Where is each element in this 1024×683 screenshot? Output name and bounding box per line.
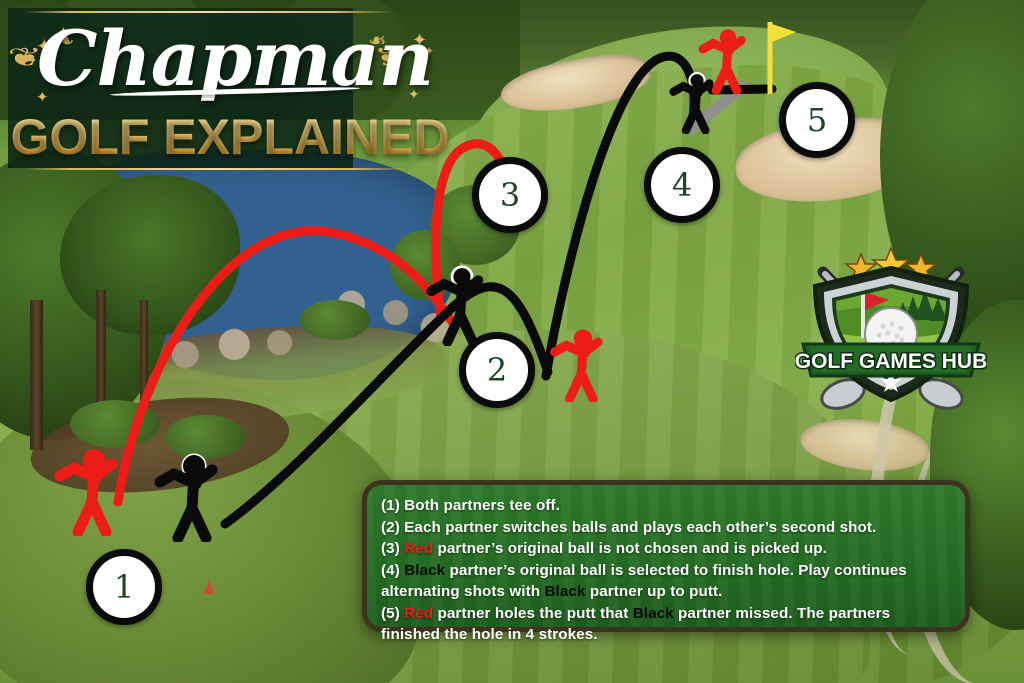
banner-rule-bottom <box>24 168 412 170</box>
legend-line-3: (3) Red partner’s original ball is not c… <box>381 538 951 560</box>
golfer-black-second-shot <box>426 265 484 346</box>
legend-line-1: (1) Both partners tee off. <box>381 495 951 517</box>
star-decoration-icon: ✦ <box>424 44 435 58</box>
shot-marker-1[interactable]: 1 <box>86 549 162 625</box>
shot-marker-1-label: 1 <box>113 568 135 606</box>
star-decoration-icon: ✦ <box>412 30 428 50</box>
legend-line-1-text: (1) Both partners tee off. <box>381 497 560 514</box>
shot-marker-2[interactable]: 2 <box>459 332 535 408</box>
legend-line-4-prefix: (4) <box>381 561 405 579</box>
shot-marker-5[interactable]: 5 <box>779 82 855 158</box>
golfer-black-tee <box>154 453 218 542</box>
golfer-red-putting <box>698 29 746 94</box>
shield-star-icon <box>880 371 902 392</box>
red-shot-2-path <box>431 139 505 323</box>
legend-red-keyword: Red <box>404 540 434 557</box>
shot-marker-5-label: 5 <box>806 101 828 139</box>
pin-flag-icon <box>767 22 796 94</box>
legend-line-5: (5) Red partner holes the putt that Blac… <box>381 603 951 646</box>
banner-rule-top <box>24 11 394 13</box>
golf-games-hub-logo[interactable]: GOLF GAMES HUB <box>795 238 987 416</box>
tree-trunk-1 <box>30 300 43 450</box>
legend-line-5-rest: partner missed. The partners finished th… <box>381 604 891 644</box>
legend-line-2: (2) Each partner switches balls and play… <box>381 517 951 539</box>
tee-marker-icon <box>204 579 214 594</box>
red-shot-1-path <box>113 226 457 507</box>
golfer-red-second-shot <box>550 329 603 402</box>
tree-trunk-3 <box>140 300 148 440</box>
star-decoration-icon: ✦ <box>28 55 38 67</box>
shrub-3 <box>300 300 370 340</box>
star-decoration-icon: ✦ <box>36 89 49 106</box>
golfer-black-approach <box>669 72 714 134</box>
black-putt-line <box>707 84 777 95</box>
legend-line-4: (4) Black partner’s original ball is sel… <box>381 560 951 603</box>
legend-line-4-rest: partner up to putt. <box>585 583 723 600</box>
golfer-red-tee <box>54 449 118 536</box>
logo-banner-text: GOLF GAMES HUB <box>795 350 987 373</box>
shot-marker-3[interactable]: 3 <box>472 157 548 233</box>
legend-red-keyword: Red <box>404 604 434 622</box>
flourish-left-icon: ❦ <box>7 42 43 72</box>
tree-trunk-2 <box>96 290 106 440</box>
black-shot-1-path <box>220 282 553 529</box>
legend-line-2-text: (2) Each partner switches balls and play… <box>381 518 877 536</box>
star-decoration-icon: ✦ <box>36 36 53 58</box>
legend-line-3-rest: partner’s original ball is not chosen an… <box>433 540 827 557</box>
legend-line-4-mid: partner’s original ball is selected to f… <box>381 561 907 601</box>
tree-left-small <box>60 175 240 335</box>
legend-black-keyword: Black <box>544 583 586 600</box>
legend-line-5-mid: partner holes the putt that <box>433 604 633 622</box>
shrub-2 <box>165 415 245 459</box>
shot-marker-4-label: 4 <box>671 166 693 204</box>
page-title-script: Chapman <box>0 14 470 103</box>
star-decoration-icon: ✦ <box>408 86 420 102</box>
flourish-left-swirl-icon: ❧ <box>56 28 75 53</box>
star-decoration-icon: ✦ <box>58 24 69 39</box>
shot-marker-3-label: 3 <box>499 176 521 214</box>
legend-black-keyword: Black <box>632 604 674 622</box>
legend-line-5-prefix: (5) <box>381 604 405 622</box>
legend-panel: (1) Both partners tee off. (2) Each part… <box>362 480 970 643</box>
shot-marker-2-label: 2 <box>486 351 508 389</box>
legend-line-3-prefix: (3) <box>381 540 405 557</box>
legend-black-keyword: Black <box>404 561 446 579</box>
page-title-main: GOLF EXPLAINED <box>0 108 460 166</box>
shot-marker-4[interactable]: 4 <box>644 147 720 223</box>
